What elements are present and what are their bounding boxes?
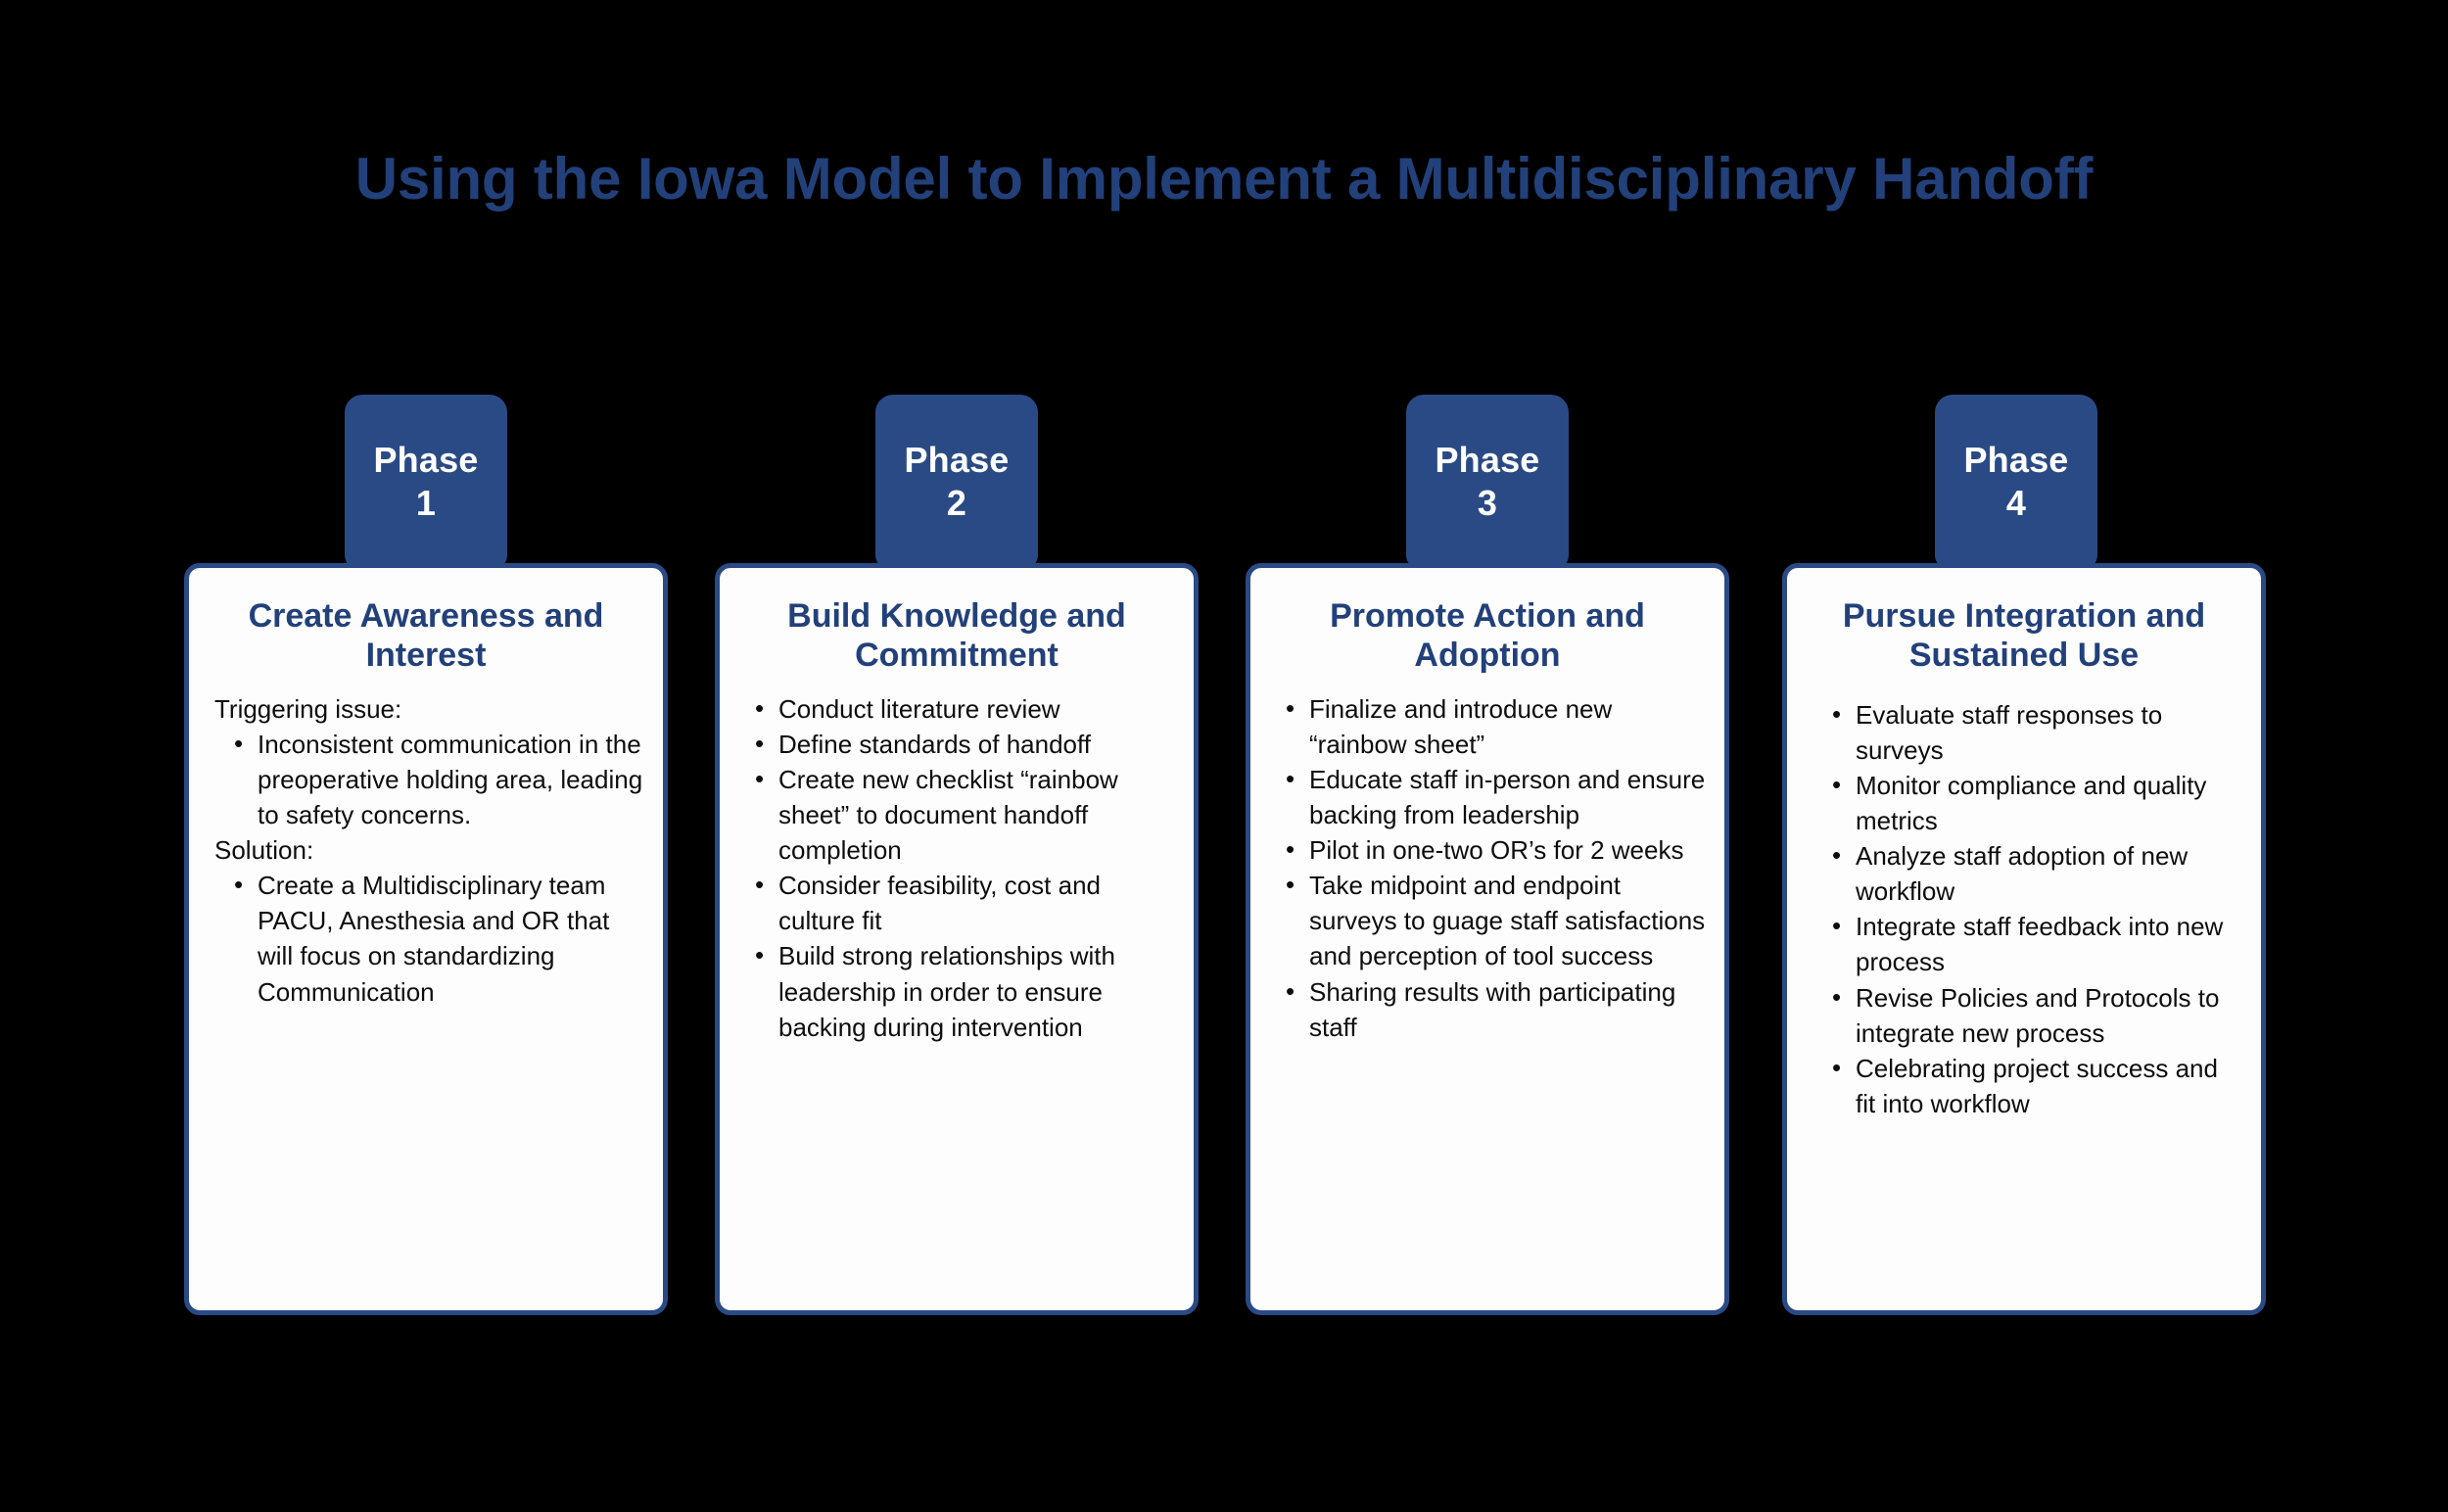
phase-card-body: Finalize and introduce new “rainbow shee…	[1268, 690, 1707, 1045]
phase-card-3: Promote Action and Adoption Finalize and…	[1246, 563, 1729, 1315]
phase-card-body: Triggering issue: Inconsistent communica…	[207, 691, 645, 1010]
phase-card-body: Evaluate staff responses to surveys Moni…	[1805, 696, 2243, 1122]
phase-column-1: Phase 1 Create Awareness and Interest Tr…	[184, 395, 668, 1315]
list-item: Educate staff in-person and ensure backi…	[1268, 761, 1707, 832]
phase-card-2: Build Knowledge and Commitment Conduct l…	[715, 563, 1199, 1315]
list-item: Create new checklist “rainbow sheet” to …	[737, 761, 1176, 868]
phase-board: Phase 1 Create Awareness and Interest Tr…	[184, 395, 2266, 1315]
list-item: Define standards of handoff	[737, 726, 1176, 762]
list-item: Sharing results with participating staff	[1268, 973, 1707, 1045]
list-item: Monitor compliance and quality metrics	[1805, 767, 2243, 838]
phase-tab-label: Phase	[373, 440, 479, 481]
phase-tab-number: 2	[946, 483, 967, 523]
list-item: Take midpoint and endpoint surveys to gu…	[1268, 867, 1707, 973]
phase-tab-2[interactable]: Phase 2	[875, 395, 1038, 569]
phase-card-heading: Promote Action and Adoption	[1330, 597, 1645, 674]
phase-tab-label: Phase	[1963, 440, 2069, 481]
bullet-list: Conduct literature review Define standar…	[737, 690, 1176, 1045]
list-item: Celebrating project success and fit into…	[1805, 1050, 2243, 1121]
bullet-list-triggering-issue: Inconsistent communication in the preope…	[207, 726, 645, 832]
list-item: Create a Multidisciplinary team PACU, An…	[207, 867, 645, 1010]
phase-tab-label: Phase	[1435, 440, 1540, 481]
phase-card-4: Pursue Integration and Sustained Use Eva…	[1782, 563, 2266, 1315]
phase-tab-3[interactable]: Phase 3	[1406, 395, 1569, 569]
bullet-list: Evaluate staff responses to surveys Moni…	[1805, 696, 2243, 1122]
phase-tab-number: 1	[415, 483, 437, 523]
list-item: Analyze staff adoption of new workflow	[1805, 837, 2243, 909]
lead-line-triggering-issue: Triggering issue:	[214, 693, 402, 724]
phase-card-heading: Create Awareness and Interest	[248, 597, 604, 674]
phase-card-heading: Pursue Integration and Sustained Use	[1842, 597, 2206, 674]
bullet-list-solution: Create a Multidisciplinary team PACU, An…	[207, 867, 645, 1010]
phase-tab-number: 4	[2005, 483, 2027, 523]
phase-tab-number: 3	[1477, 483, 1498, 523]
list-item: Build strong relationships with leadersh…	[737, 937, 1176, 1044]
phase-tab-1[interactable]: Phase 1	[345, 395, 507, 569]
phase-column-2: Phase 2 Build Knowledge and Commitment C…	[715, 395, 1199, 1315]
phase-column-4: Phase 4 Pursue Integration and Sustained…	[1782, 395, 2266, 1315]
phase-tab-4[interactable]: Phase 4	[1935, 395, 2097, 569]
bullet-list: Finalize and introduce new “rainbow shee…	[1268, 690, 1707, 1045]
list-item: Revise Policies and Protocols to integra…	[1805, 979, 2243, 1051]
lead-line-solution: Solution:	[214, 835, 314, 866]
page-title: Using the Iowa Model to Implement a Mult…	[354, 146, 2094, 212]
list-item: Finalize and introduce new “rainbow shee…	[1268, 690, 1707, 762]
list-item: Conduct literature review	[737, 690, 1176, 727]
list-item: Inconsistent communication in the preope…	[207, 726, 645, 832]
list-item: Pilot in one-two OR’s for 2 weeks	[1268, 831, 1707, 868]
phase-card-1: Create Awareness and Interest Triggering…	[184, 563, 668, 1315]
list-item: Integrate staff feedback into new proces…	[1805, 908, 2243, 979]
phase-card-body: Conduct literature review Define standar…	[737, 690, 1176, 1045]
phase-column-3: Phase 3 Promote Action and Adoption Fina…	[1246, 395, 1729, 1315]
phase-card-heading: Build Knowledge and Commitment	[787, 597, 1126, 674]
list-item: Consider feasibility, cost and culture f…	[737, 867, 1176, 938]
list-item: Evaluate staff responses to surveys	[1805, 696, 2243, 768]
phase-tab-label: Phase	[904, 440, 1010, 481]
